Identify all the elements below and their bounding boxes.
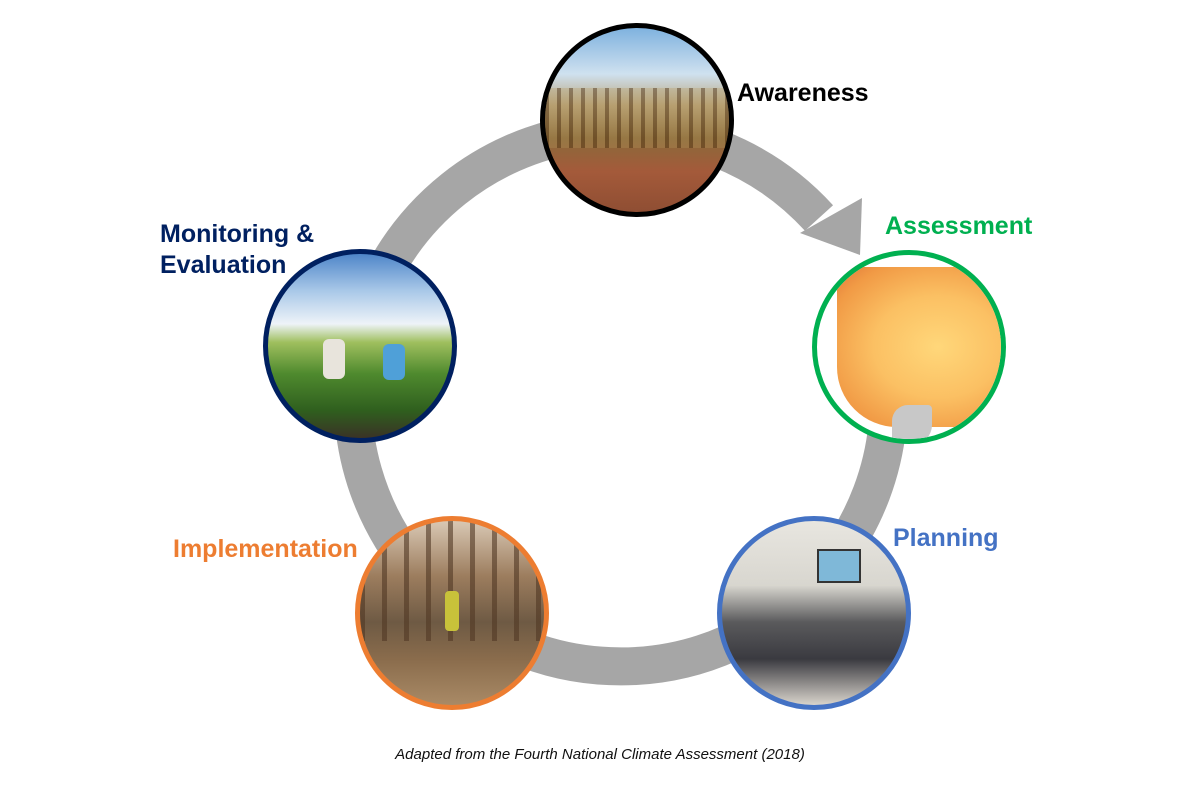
monitoring-evaluation-label: Monitoring & Evaluation bbox=[160, 219, 314, 281]
assessment-map-photo bbox=[812, 250, 1006, 444]
planning-photo bbox=[717, 516, 911, 710]
cycle-arrowhead bbox=[800, 198, 862, 255]
implementation-photo bbox=[355, 516, 549, 710]
awareness-photo bbox=[540, 23, 734, 217]
planning-label: Planning bbox=[893, 524, 999, 552]
assessment-label: Assessment bbox=[885, 212, 1033, 240]
monitoring-label-line1: Monitoring & bbox=[160, 220, 315, 248]
implementation-label: Implementation bbox=[173, 535, 358, 563]
awareness-label: Awareness bbox=[737, 79, 869, 107]
monitoring-label-line2: Evaluation bbox=[160, 251, 287, 279]
monitoring-photo bbox=[263, 249, 457, 443]
caption: Adapted from the Fourth National Climate… bbox=[395, 746, 805, 763]
